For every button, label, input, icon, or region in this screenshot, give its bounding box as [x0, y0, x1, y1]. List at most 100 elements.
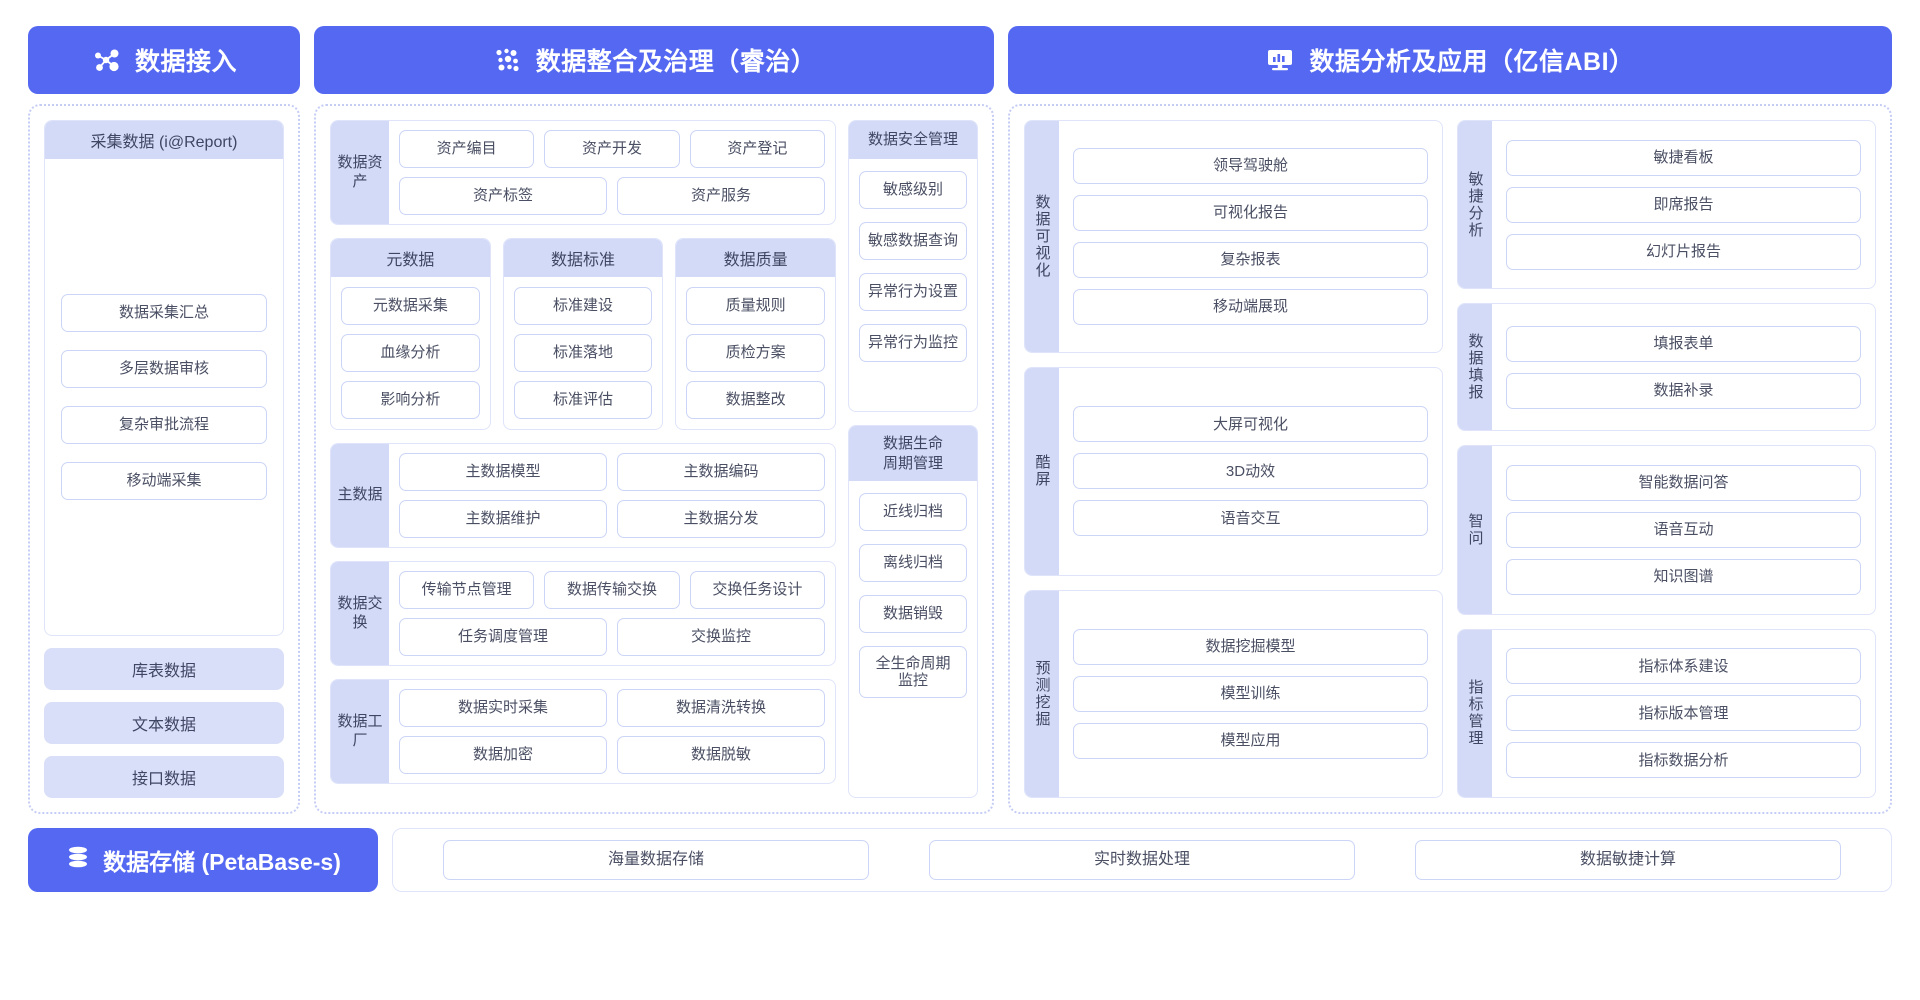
chip-security-0[interactable]: 敏感级别	[859, 171, 967, 209]
chip-mining-2[interactable]: 模型应用	[1073, 722, 1428, 759]
chip-metric-0[interactable]: 指标体系建设	[1506, 648, 1861, 685]
chip-exchange-1[interactable]: 数据传输交换	[544, 571, 680, 609]
chip-asset-tag[interactable]: 资产标签	[399, 177, 607, 215]
chip-collect-3[interactable]: 移动端采集	[61, 462, 267, 500]
header-data-governance-label: 数据整合及治理（睿治）	[535, 48, 817, 76]
card-data-standard-title: 数据标准	[503, 239, 663, 277]
chip-storage-2[interactable]: 数据敏捷计算	[1415, 840, 1841, 880]
chip-agile-1[interactable]: 即席报告	[1506, 186, 1861, 223]
chip-asset-catalog[interactable]: 资产编目	[399, 130, 535, 168]
main-columns: 采集数据 (i@Report) 数据采集汇总 多层数据审核 复杂审批流程 移动端…	[28, 104, 1892, 814]
chip-factory-3[interactable]: 数据脱敏	[617, 736, 825, 774]
chip-smartquery-2[interactable]: 知识图谱	[1506, 558, 1861, 595]
chip-exchange-4[interactable]: 交换监控	[617, 618, 825, 656]
chip-collect-2[interactable]: 复杂审批流程	[61, 406, 267, 444]
chip-source-1[interactable]: 文本数据	[44, 702, 284, 744]
chip-viz-3[interactable]: 移动端展现	[1073, 289, 1428, 326]
chip-asset-service[interactable]: 资产服务	[617, 177, 825, 215]
chip-quality-0[interactable]: 质量规则	[686, 287, 826, 325]
chip-security-1[interactable]: 敏感数据查询	[859, 222, 967, 260]
group-metric-management-label: 指标管理	[1458, 629, 1492, 797]
chip-viz-0[interactable]: 领导驾驶舱	[1073, 148, 1428, 185]
chip-agile-0[interactable]: 敏捷看板	[1506, 139, 1861, 176]
group-cool-screen-label: 酷屏	[1025, 368, 1059, 575]
chip-standard-2[interactable]: 标准评估	[513, 381, 653, 419]
chip-metadata-2[interactable]: 影响分析	[341, 381, 480, 419]
chip-coolscreen-0[interactable]: 大屏可视化	[1073, 406, 1428, 443]
chip-master-code[interactable]: 主数据编码	[617, 453, 825, 491]
chip-asset-develop[interactable]: 资产开发	[544, 130, 680, 168]
chip-metric-2[interactable]: 指标数据分析	[1506, 742, 1861, 779]
chip-metadata-1[interactable]: 血缘分析	[341, 334, 480, 372]
chip-reporting-1[interactable]: 数据补录	[1506, 372, 1861, 409]
header-data-governance[interactable]: 数据整合及治理（睿治）	[314, 26, 994, 94]
chip-source-0[interactable]: 库表数据	[44, 648, 284, 690]
chip-smartquery-0[interactable]: 智能数据问答	[1506, 464, 1861, 501]
chip-storage-0[interactable]: 海量数据存储	[443, 840, 869, 880]
card-master-data: 主数据 主数据模型 主数据编码 主数据维护 主数据分发	[330, 443, 836, 548]
chip-smartquery-1[interactable]: 语音互动	[1506, 511, 1861, 548]
header-data-ingest[interactable]: 数据接入	[28, 26, 300, 94]
group-predictive-mining: 预测挖掘 数据挖掘模型 模型训练 模型应用	[1024, 589, 1443, 798]
card-collect-data-items: 数据采集汇总 多层数据审核 复杂审批流程 移动端采集	[45, 159, 283, 635]
card-collect-data: 采集数据 (i@Report) 数据采集汇总 多层数据审核 复杂审批流程 移动端…	[44, 120, 284, 636]
chip-mining-1[interactable]: 模型训练	[1073, 675, 1428, 712]
card-data-lifecycle: 数据生命 周期管理 近线归档 离线归档 数据销毁 全生命周期 监控	[848, 425, 978, 798]
chip-standard-0[interactable]: 标准建设	[513, 287, 653, 325]
header-row: 数据接入 数据整合及治理（睿治）	[28, 26, 1892, 94]
chip-exchange-3[interactable]: 任务调度管理	[399, 618, 607, 656]
chip-viz-2[interactable]: 复杂报表	[1073, 242, 1428, 279]
card-data-factory-label: 数据工厂	[331, 680, 389, 783]
chip-collect-0[interactable]: 数据采集汇总	[61, 294, 267, 332]
chip-exchange-0[interactable]: 传输节点管理	[399, 571, 535, 609]
analytics-left-column: 数据可视化 领导驾驶舱 可视化报告 复杂报表 移动端展现 酷屏 大屏可视化 3D…	[1024, 120, 1443, 798]
chip-storage-1[interactable]: 实时数据处理	[929, 840, 1355, 880]
header-data-analytics[interactable]: 数据分析及应用（亿信ABI）	[1008, 26, 1892, 94]
chip-asset-register[interactable]: 资产登记	[689, 130, 825, 168]
chip-collect-1[interactable]: 多层数据审核	[61, 350, 267, 388]
database-icon	[65, 844, 91, 876]
group-metric-management: 指标管理 指标体系建设 指标版本管理 指标数据分析	[1457, 628, 1876, 798]
chip-quality-2[interactable]: 数据整改	[686, 381, 826, 419]
chip-metadata-0[interactable]: 元数据采集	[341, 287, 480, 325]
chip-lifecycle-2[interactable]: 数据销毁	[859, 595, 967, 633]
chip-metric-1[interactable]: 指标版本管理	[1506, 695, 1861, 732]
group-smart-query: 智问 智能数据问答 语音互动 知识图谱	[1457, 445, 1876, 615]
chip-master-distribute[interactable]: 主数据分发	[617, 500, 825, 538]
governance-left-stack: 数据资产 资产编目 资产开发 资产登记 资产标签 资产服务	[330, 120, 837, 798]
chip-quality-1[interactable]: 质检方案	[686, 334, 826, 372]
chip-lifecycle-3[interactable]: 全生命周期 监控	[859, 646, 967, 698]
card-metadata: 元数据 元数据采集 血缘分析 影响分析	[330, 238, 491, 430]
card-data-lifecycle-title: 数据生命 周期管理	[849, 426, 977, 481]
group-data-reporting: 数据填报 填报表单 数据补录	[1457, 303, 1876, 432]
chip-standard-1[interactable]: 标准落地	[513, 334, 653, 372]
card-data-exchange-label: 数据交换	[331, 562, 389, 665]
chip-factory-0[interactable]: 数据实时采集	[399, 689, 607, 727]
chip-source-2[interactable]: 接口数据	[44, 756, 284, 798]
chip-master-model[interactable]: 主数据模型	[399, 453, 607, 491]
header-data-ingest-label: 数据接入	[134, 48, 237, 76]
group-cool-screen: 酷屏 大屏可视化 3D动效 语音交互	[1024, 367, 1443, 576]
group-agile-analysis: 敏捷分析 敏捷看板 即席报告 幻灯片报告	[1457, 120, 1876, 290]
chip-factory-2[interactable]: 数据加密	[399, 736, 607, 774]
card-data-factory: 数据工厂 数据实时采集 数据清洗转换 数据加密 数据脱敏	[330, 679, 836, 784]
chip-mining-0[interactable]: 数据挖掘模型	[1073, 628, 1428, 665]
chip-factory-1[interactable]: 数据清洗转换	[617, 689, 825, 727]
chip-agile-2[interactable]: 幻灯片报告	[1506, 233, 1861, 270]
panel-data-governance: 数据资产 资产编目 资产开发 资产登记 资产标签 资产服务	[314, 104, 994, 814]
chip-viz-1[interactable]: 可视化报告	[1073, 195, 1428, 232]
card-data-asset-label: 数据资产	[331, 121, 389, 224]
chip-master-maintain[interactable]: 主数据维护	[399, 500, 607, 538]
chip-lifecycle-0[interactable]: 近线归档	[859, 493, 967, 531]
chip-reporting-0[interactable]: 填报表单	[1506, 325, 1861, 362]
chip-lifecycle-1[interactable]: 离线归档	[859, 544, 967, 582]
chip-security-3[interactable]: 异常行为监控	[859, 324, 967, 362]
chip-exchange-2[interactable]: 交换任务设计	[689, 571, 825, 609]
chip-coolscreen-1[interactable]: 3D动效	[1073, 453, 1428, 490]
storage-tag[interactable]: 数据存储 (PetaBase-s)	[28, 828, 378, 892]
chip-coolscreen-2[interactable]: 语音交互	[1073, 500, 1428, 537]
group-smart-query-label: 智问	[1458, 446, 1492, 614]
panel-data-ingest: 采集数据 (i@Report) 数据采集汇总 多层数据审核 复杂审批流程 移动端…	[28, 104, 300, 814]
chip-security-2[interactable]: 异常行为设置	[859, 273, 967, 311]
